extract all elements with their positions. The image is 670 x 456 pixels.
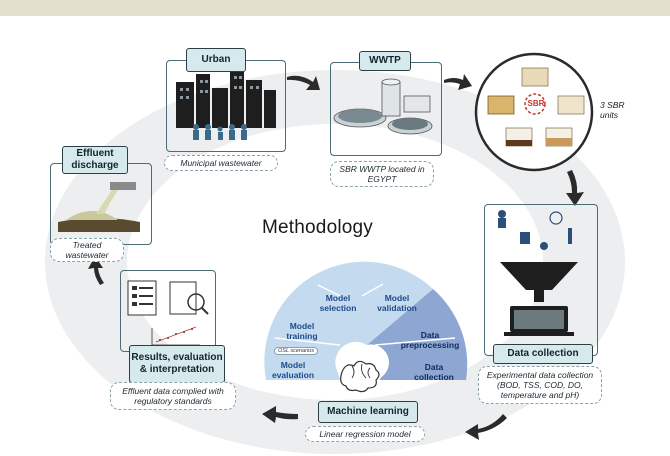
arrow-results-effluent xyxy=(88,256,104,285)
wheel-data-collection: Data collection xyxy=(414,362,454,382)
data-collection-panel xyxy=(484,204,598,356)
wheel-model-evaluation: Model evaluation xyxy=(271,360,315,380)
wwtp-title: WWTP xyxy=(359,51,411,71)
brain-icon xyxy=(338,355,382,389)
city-skyline-icon xyxy=(176,70,276,140)
arrow-urban-wwtp xyxy=(287,75,320,90)
wheel-model-validation: Model validation xyxy=(377,293,417,313)
results-title: Results, evaluation & interpretation xyxy=(129,345,225,383)
wwtp-caption: SBR WWTP located in EGYPT xyxy=(330,161,434,187)
results-icon xyxy=(127,280,209,346)
data-collection-title: Data collection xyxy=(493,344,593,364)
urban-caption: Municipal wastewater xyxy=(164,155,278,171)
arrow-wwtp-sbr xyxy=(444,74,472,90)
data-collection-icon xyxy=(498,210,578,336)
ml-caption: Linear regression model xyxy=(305,426,425,442)
effluent-title: Effluent discharge xyxy=(62,146,128,174)
effluent-pipe-icon xyxy=(58,182,140,232)
urban-panel xyxy=(166,60,286,152)
wheel-data-preprocessing: Data preprocessing xyxy=(400,330,460,350)
treatment-plant-icon xyxy=(333,78,433,135)
arrow-data-ml xyxy=(465,414,507,440)
arrow-ml-results xyxy=(262,406,298,423)
sbr-center-label: SBR xyxy=(527,99,545,108)
wheel-dark-sector xyxy=(367,289,468,380)
effluent-caption: Treated wastewater xyxy=(50,238,124,262)
flow-arrows xyxy=(88,74,584,440)
results-panel xyxy=(120,270,216,352)
arrow-sbr-data xyxy=(566,170,584,206)
data-collection-caption: Experimental data collection (BOD, TSS, … xyxy=(478,366,602,404)
effluent-panel xyxy=(50,163,152,245)
osl-scenarios-tag: OSL scenarios xyxy=(274,347,318,355)
wheel-model-selection: Model selection xyxy=(319,293,357,313)
wheel-model-training: Model training xyxy=(286,321,318,341)
methodology-title: Methodology xyxy=(262,217,373,238)
sbr-units-label: 3 SBR units xyxy=(600,100,625,120)
wwtp-panel xyxy=(330,62,442,156)
top-band xyxy=(0,0,670,16)
sbr-units-illustration xyxy=(474,52,594,172)
results-caption: Effluent data complied with regulatory s… xyxy=(110,382,236,410)
machine-learning-title: Machine learning xyxy=(318,401,418,423)
urban-title: Urban xyxy=(186,48,246,72)
